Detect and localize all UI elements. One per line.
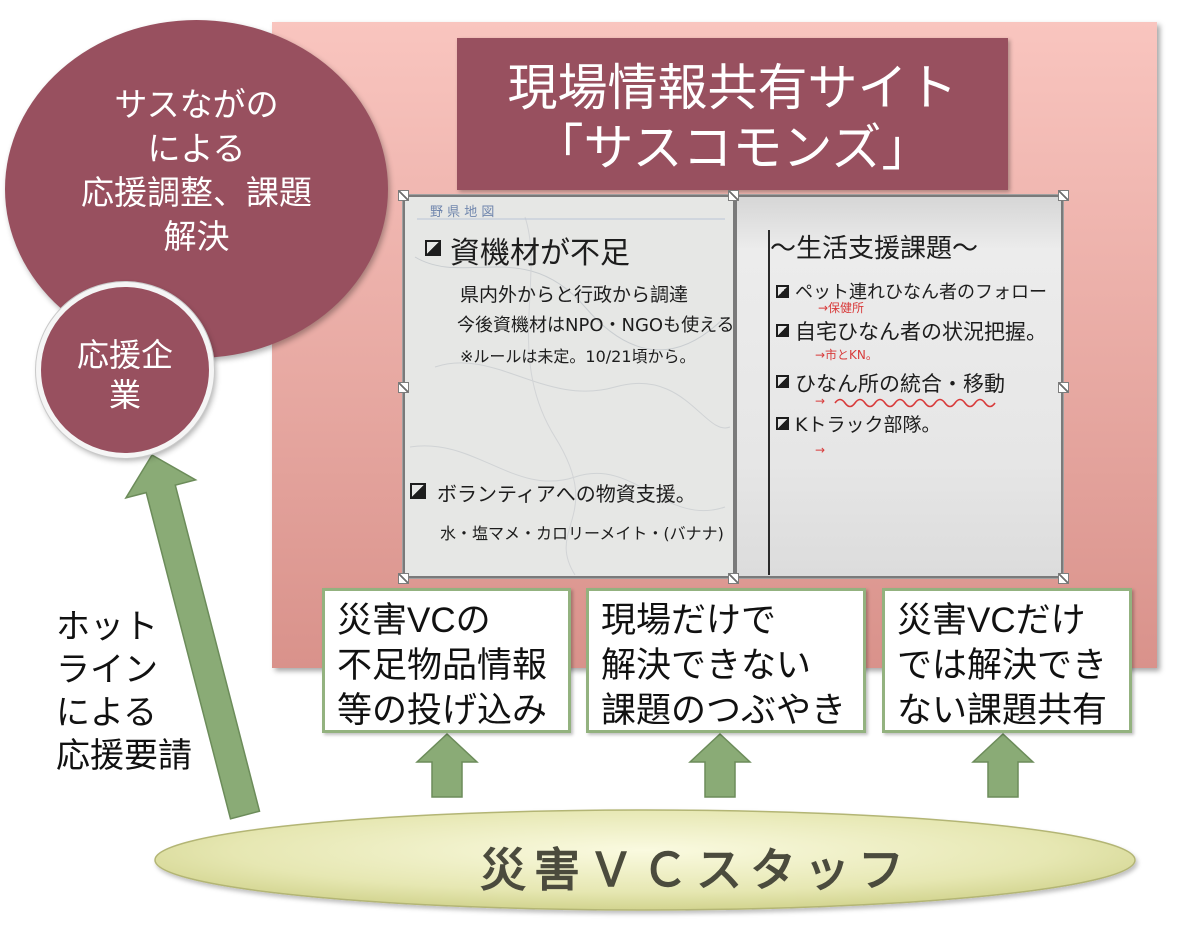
- support-company-line: 応援企: [76, 337, 173, 373]
- up-arrow-3: [971, 732, 1035, 798]
- sasu-nagano-line: による: [147, 130, 246, 167]
- right-item: ペット連れひなん者のフォロー: [795, 282, 1047, 303]
- post-box-shared-issues: 災害VCだけ では解決でき ない課題共有: [882, 588, 1132, 733]
- right-item-note: →: [815, 443, 826, 457]
- post-box-line: 現場だけで: [601, 601, 777, 640]
- resize-handle-bottom-left[interactable]: [398, 573, 409, 584]
- right-item: Kトラック部隊。: [795, 414, 941, 436]
- map-lines: [409, 216, 731, 576]
- margin-line: [768, 230, 770, 575]
- hotline-line: による: [56, 694, 157, 732]
- left-paper-sheet: [405, 197, 733, 576]
- resize-handle-top[interactable]: [728, 190, 739, 201]
- support-company-circle: 応援企 業: [36, 282, 214, 458]
- resize-handle-bottom[interactable]: [728, 573, 739, 584]
- red-scribble: [834, 398, 996, 408]
- resize-handle-top-left[interactable]: [398, 190, 409, 201]
- left-heading-2: ボランティアへの物資支援。: [437, 482, 696, 506]
- checkbox-icon: [776, 375, 789, 388]
- post-box-line: 解決できない: [601, 646, 812, 685]
- post-box-line: 課題のつぶやき: [601, 691, 847, 730]
- left-note: ※ルールは未定。10/21頃から。: [460, 347, 696, 366]
- hotline-label: ホット ライン による 応援要請: [56, 606, 192, 778]
- right-paper-sheet: [737, 197, 1061, 576]
- sasu-nagano-line: 応援調整、課題: [81, 174, 312, 211]
- big-up-arrow: [124, 453, 261, 820]
- post-box-field-issues: 現場だけで 解決できない 課題のつぶやき: [586, 588, 866, 733]
- post-box-line: 不足物品情報: [337, 646, 548, 685]
- right-item: 自宅ひなん者の状況把握。: [795, 320, 1047, 344]
- site-title-box: 現場情報共有サイト 「サスコモンズ」: [457, 38, 1008, 190]
- support-company-line: 業: [108, 377, 141, 413]
- right-item-note: →保健所: [818, 301, 865, 315]
- resize-handle-right[interactable]: [1058, 382, 1069, 393]
- left-note: 県内外からと行政から調達: [460, 284, 689, 306]
- checkbox-icon: [776, 285, 789, 298]
- post-box-line: ない課題共有: [897, 691, 1108, 730]
- right-heading: ～生活支援課題～: [770, 234, 979, 264]
- post-box-line: では解決でき: [897, 646, 1108, 685]
- post-box-shortage-info: 災害VCの 不足物品情報 等の投げ込み: [322, 588, 571, 733]
- right-item-note: →: [815, 394, 826, 408]
- hotline-line: ライン: [56, 651, 158, 689]
- right-item-note: →市とKN。: [815, 348, 878, 362]
- resize-handle-left[interactable]: [398, 382, 409, 393]
- up-arrow-1: [415, 732, 479, 798]
- left-heading-1: 資機材が不足: [450, 236, 630, 271]
- map-header: 野 県 地 図: [430, 205, 495, 220]
- left-note: 今後資機材はNPO・NGOも使える: [457, 315, 735, 336]
- resize-handle-bottom-right[interactable]: [1058, 573, 1069, 584]
- staff-label: 災害ＶＣスタッフ: [480, 844, 912, 896]
- post-box-line: 等の投げ込み: [337, 691, 548, 730]
- checkbox-icon: [425, 240, 441, 256]
- checkbox-icon: [776, 324, 789, 337]
- post-box-line: 災害VCの: [337, 601, 491, 640]
- staff-ellipse: [154, 809, 1136, 911]
- sasu-nagano-line: サスながの: [114, 86, 279, 123]
- whiteboard-photo[interactable]: 野 県 地 図 資機材が不足 県内外からと行政から調達 今後資機材はNPO・NG…: [402, 194, 1064, 579]
- hotline-line: ホット: [56, 608, 158, 646]
- site-title-line-1: 現場情報共有サイト: [507, 60, 958, 116]
- right-item: ひなん所の統合・移動: [795, 372, 1005, 396]
- checkbox-icon: [410, 483, 426, 499]
- hotline-line: 応援要請: [56, 737, 192, 775]
- resize-handle-top-right[interactable]: [1058, 190, 1069, 201]
- site-title-line-2: 「サスコモンズ」: [533, 120, 932, 176]
- checkbox-icon: [776, 417, 789, 430]
- post-box-line: 災害VCだけ: [897, 601, 1086, 640]
- left-note: 水・塩マメ・カロリーメイト・(バナナ): [440, 524, 724, 543]
- up-arrow-2: [688, 732, 752, 798]
- sasu-nagano-line: 解決: [163, 218, 230, 255]
